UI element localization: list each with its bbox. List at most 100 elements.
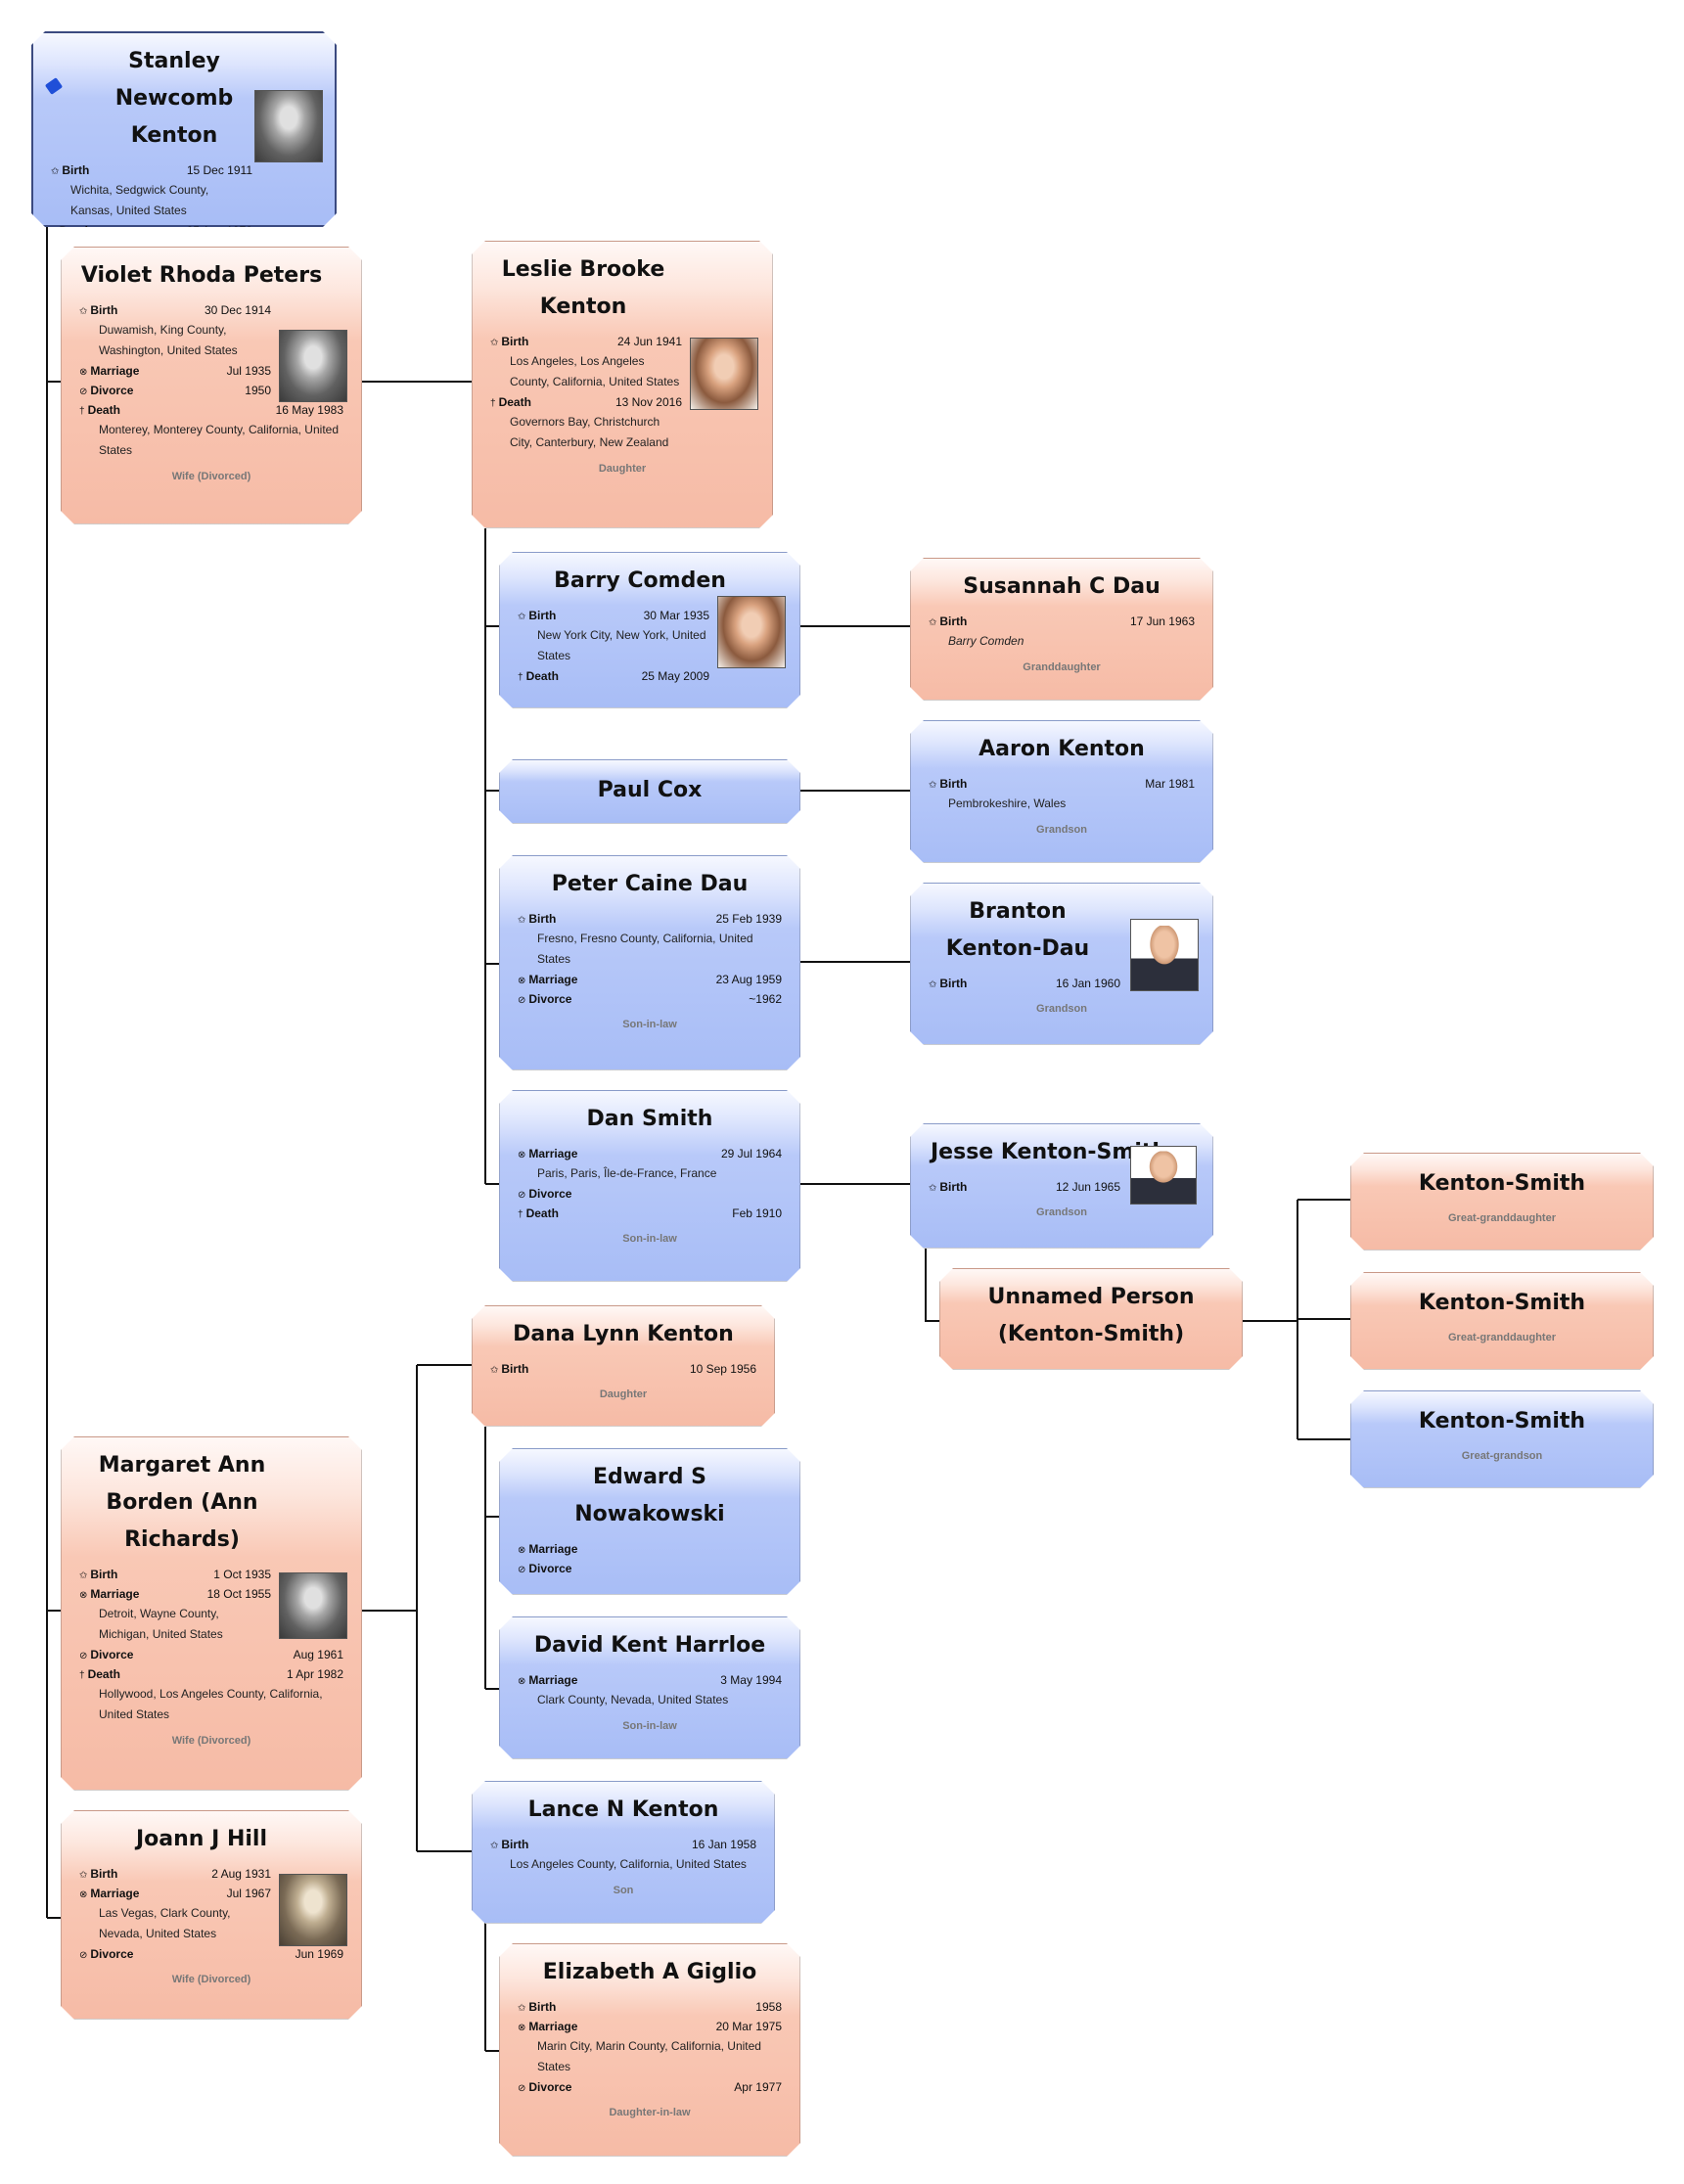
portrait-photo xyxy=(1130,919,1199,991)
marriage-date: Jul 1935 xyxy=(226,364,271,378)
marriage-date: 3 May 1994 xyxy=(720,1673,782,1687)
marriage-place: Clark County, Nevada, United States xyxy=(537,1693,729,1706)
birth-label: Birth xyxy=(528,2000,557,2014)
person-name: Dana Lynn Kenton xyxy=(513,1322,734,1346)
person-card-margaret[interactable]: Margaret Ann Borden (Ann Richards) ✩Birt… xyxy=(61,1436,362,1791)
marriage-label: Marriage xyxy=(528,1147,578,1160)
relationship-label: Son xyxy=(613,1885,634,1896)
person-card-unnamed[interactable]: Unnamed Person (Kenton-Smith) xyxy=(939,1268,1243,1370)
connector xyxy=(484,1427,499,1690)
person-card-kenton-smith-1[interactable]: Kenton-Smith Great-granddaughter xyxy=(1350,1153,1654,1251)
divorce-label: Divorce xyxy=(90,384,134,397)
marriage-label: Marriage xyxy=(90,1587,140,1601)
connector xyxy=(925,1249,939,1322)
relationship-label: Daughter xyxy=(598,463,647,475)
birth-date: 2 Aug 1931 xyxy=(211,1867,271,1881)
death-place: Hollywood, Los Angeles County, Californi… xyxy=(99,1687,323,1721)
birth-place: Los Angeles, Los Angeles County, Califor… xyxy=(510,354,680,388)
portrait-photo xyxy=(279,330,347,402)
marriage-label: Marriage xyxy=(528,2020,578,2033)
person-name: Stanley Newcomb Kenton xyxy=(114,49,234,148)
portrait-photo xyxy=(1130,1146,1197,1205)
marriage-date: 29 Jul 1964 xyxy=(720,1147,782,1160)
portrait-photo xyxy=(254,90,323,162)
birth-date: 1 Oct 1935 xyxy=(213,1568,271,1581)
marriage-date: 18 Oct 1955 xyxy=(206,1587,271,1601)
death-label: Death xyxy=(525,669,559,683)
cross-icon: † xyxy=(79,406,85,417)
death-label: Death xyxy=(87,1667,120,1681)
star-icon: ✩ xyxy=(518,2003,526,2014)
person-name: Peter Caine Dau xyxy=(551,872,749,896)
birth-place: Pembrokeshire, Wales xyxy=(948,796,1067,810)
birth-label: Birth xyxy=(90,303,118,317)
star-icon: ✩ xyxy=(79,1870,88,1881)
divorce-label: Divorce xyxy=(528,2080,572,2094)
divorce-date: Jun 1969 xyxy=(295,1947,343,1961)
star-icon: ✩ xyxy=(518,612,526,622)
person-name: Kenton-Smith xyxy=(1418,1409,1586,1433)
broken-rings-icon: ⊘ xyxy=(518,1565,526,1575)
person-card-paul[interactable]: Paul Cox xyxy=(499,759,800,824)
person-card-kenton-smith-2[interactable]: Kenton-Smith Great-granddaughter xyxy=(1350,1272,1654,1370)
death-date: 16 May 1983 xyxy=(275,403,343,417)
death-label: Death xyxy=(525,1206,559,1220)
death-date: 1 Apr 1982 xyxy=(286,1667,343,1681)
birth-date: Mar 1981 xyxy=(1145,777,1195,791)
person-card-kenton-smith-3[interactable]: Kenton-Smith Great-grandson xyxy=(1350,1390,1654,1488)
rings-icon: ⊗ xyxy=(518,1676,526,1687)
relationship-label: Grandson xyxy=(1036,1003,1087,1015)
birth-date: 17 Jun 1963 xyxy=(1129,614,1195,628)
birth-label: Birth xyxy=(501,1838,529,1851)
person-name: Elizabeth A Giglio xyxy=(542,1960,757,1984)
relationship-label: Granddaughter xyxy=(1023,661,1101,673)
divorce-label: Divorce xyxy=(90,1648,134,1661)
person-name: Paul Cox xyxy=(597,778,703,802)
birth-label: Birth xyxy=(939,977,968,990)
birth-date: 16 Jan 1958 xyxy=(691,1838,756,1851)
relationship-label: Grandson xyxy=(1036,1206,1087,1218)
star-icon: ✩ xyxy=(929,780,937,791)
marriage-place: Paris, Paris, Île-de-France, France xyxy=(537,1166,717,1180)
birth-label: Birth xyxy=(939,614,968,628)
connector xyxy=(1243,1199,1350,1440)
person-name: David Kent Harrloe xyxy=(533,1633,766,1658)
connector xyxy=(484,1920,499,2052)
person-name: Dan Smith xyxy=(586,1107,713,1131)
birth-date: 15 Dec 1911 xyxy=(186,163,252,177)
star-icon: ✩ xyxy=(51,166,60,177)
divorce-label: Divorce xyxy=(528,992,572,1006)
connector xyxy=(484,528,499,1185)
death-date: Feb 1910 xyxy=(732,1206,782,1220)
star-icon: ✩ xyxy=(929,617,937,628)
birth-label: Birth xyxy=(501,1362,529,1376)
relationship-label: Great-granddaughter xyxy=(1447,1212,1556,1224)
person-name: Jesse Kenton-Smith xyxy=(931,1140,1168,1164)
person-card-edward[interactable]: Edward S Nowakowski ⊗Marriage ⊘Divorce S… xyxy=(499,1448,800,1595)
marriage-label: Marriage xyxy=(528,1542,578,1556)
star-icon: ✩ xyxy=(518,915,526,926)
person-name: Aaron Kenton xyxy=(979,737,1145,761)
rings-icon: ⊗ xyxy=(79,1590,88,1601)
portrait-photo xyxy=(717,596,786,668)
broken-rings-icon: ⊘ xyxy=(518,995,526,1006)
relationship-label: Great-granddaughter xyxy=(1447,1332,1556,1343)
birth-label: Birth xyxy=(939,1180,968,1194)
rings-icon: ⊗ xyxy=(518,1545,526,1556)
